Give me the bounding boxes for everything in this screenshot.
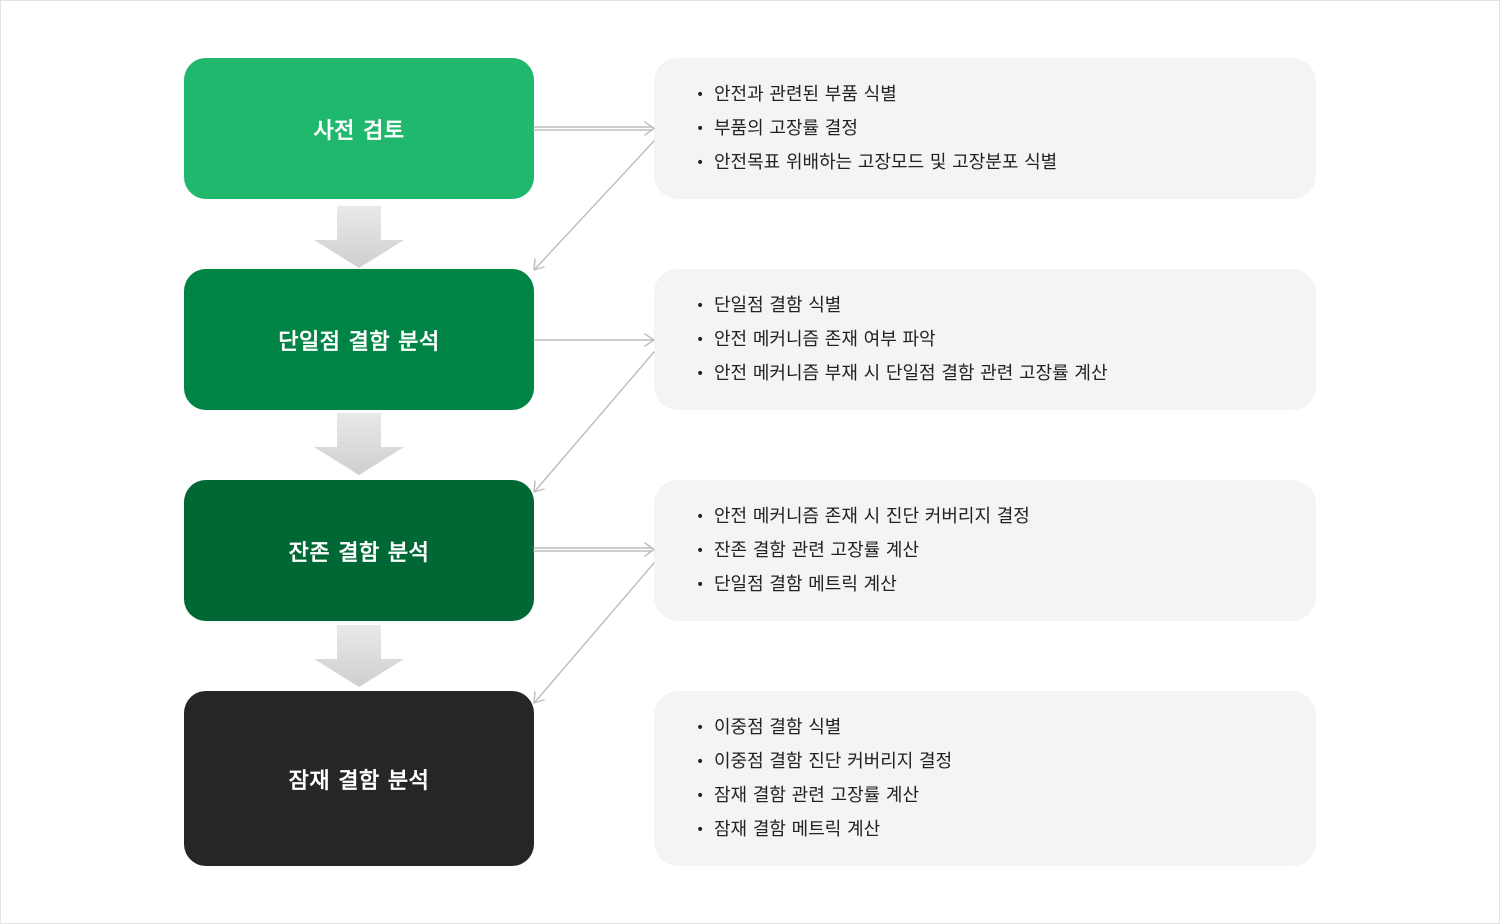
list-item: • 안전과 관련된 부품 식별 (696, 78, 1316, 112)
list-item-text: 안전과 관련된 부품 식별 (714, 83, 897, 105)
bullet-icon: • (696, 331, 705, 348)
step-box-single-point-fault-analysis: 단일점 결함 분석 (184, 269, 534, 410)
detail-list: • 이중점 결함 식별 • 이중점 결함 진단 커버리지 결정 • 잠재 결함 관련 … (696, 711, 1316, 847)
bullet-icon: • (696, 365, 705, 382)
detail-list: • 안전과 관련된 부품 식별 • 부품의 고장률 결정 • 안전목표 위배하는 고장… (696, 78, 1316, 180)
detail-panel-pre-review: • 안전과 관련된 부품 식별 • 부품의 고장률 결정 • 안전목표 위배하는 고장… (654, 58, 1316, 199)
list-item: • 잔존 결함 관련 고장률 계산 (696, 534, 1316, 568)
bullet-icon: • (696, 542, 705, 559)
list-item-text: 안전 메커니즘 부재 시 단일점 결함 관련 고장률 계산 (714, 362, 1108, 384)
list-item: • 안전 메커니즘 존재 여부 파악 (696, 323, 1316, 357)
list-item: • 이중점 결함 진단 커버리지 결정 (696, 745, 1316, 779)
detail-panel-latent-fault-analysis: • 이중점 결함 식별 • 이중점 결함 진단 커버리지 결정 • 잠재 결함 관련 … (654, 691, 1316, 866)
list-item: • 단일점 결함 식별 (696, 289, 1316, 323)
list-item: • 부품의 고장률 결정 (696, 112, 1316, 146)
step-label: 단일점 결함 분석 (278, 329, 440, 355)
bullet-icon: • (696, 154, 705, 171)
bullet-icon: • (696, 821, 705, 838)
step-box-residual-fault-analysis: 잔존 결함 분석 (184, 480, 534, 621)
step-label: 잠재 결함 분석 (288, 768, 430, 794)
bullet-icon: • (696, 719, 705, 736)
step-label: 사전 검토 (313, 118, 405, 144)
list-item-text: 잠재 결함 메트릭 계산 (714, 818, 881, 840)
step-box-pre-review: 사전 검토 (184, 58, 534, 199)
detail-panel-single-point-fault-analysis: • 단일점 결함 식별 • 안전 메커니즘 존재 여부 파악 • 안전 메커니즘 부재… (654, 269, 1316, 410)
bullet-icon: • (696, 508, 705, 525)
list-item-text: 이중점 결함 진단 커버리지 결정 (714, 750, 953, 772)
detail-list: • 안전 메커니즘 존재 시 진단 커버리지 결정 • 잔존 결함 관련 고장률 계… (696, 500, 1316, 602)
down-arrow-icon (314, 625, 404, 687)
bullet-icon: • (696, 297, 705, 314)
list-item-text: 안전 메커니즘 존재 여부 파악 (714, 328, 936, 350)
detail-list: • 단일점 결함 식별 • 안전 메커니즘 존재 여부 파악 • 안전 메커니즘 부재… (696, 289, 1316, 391)
step-label: 잔존 결함 분석 (288, 540, 430, 566)
list-item-text: 잠재 결함 관련 고장률 계산 (714, 784, 920, 806)
list-item: • 잠재 결함 관련 고장률 계산 (696, 779, 1316, 813)
bullet-icon: • (696, 787, 705, 804)
list-item-text: 안전 메커니즘 존재 시 진단 커버리지 결정 (714, 505, 1030, 527)
list-item-text: 안전목표 위배하는 고장모드 및 고장분포 식별 (714, 151, 1058, 173)
list-item: • 안전목표 위배하는 고장모드 및 고장분포 식별 (696, 146, 1316, 180)
bullet-icon: • (696, 576, 705, 593)
list-item: • 잠재 결함 메트릭 계산 (696, 813, 1316, 847)
list-item-text: 부품의 고장률 결정 (714, 117, 858, 139)
step-box-latent-fault-analysis: 잠재 결함 분석 (184, 691, 534, 866)
bullet-icon: • (696, 86, 705, 103)
list-item-text: 잔존 결함 관련 고장률 계산 (714, 539, 920, 561)
down-arrow-icon (314, 413, 404, 475)
list-item-text: 이중점 결함 식별 (714, 716, 842, 738)
bullet-icon: • (696, 753, 705, 770)
list-item: • 단일점 결함 메트릭 계산 (696, 568, 1316, 602)
list-item-text: 단일점 결함 메트릭 계산 (714, 573, 897, 595)
bullet-icon: • (696, 120, 705, 137)
down-arrow-icon (314, 206, 404, 268)
detail-panel-residual-fault-analysis: • 안전 메커니즘 존재 시 진단 커버리지 결정 • 잔존 결함 관련 고장률 계… (654, 480, 1316, 621)
list-item: • 이중점 결함 식별 (696, 711, 1316, 745)
list-item: • 안전 메커니즘 부재 시 단일점 결함 관련 고장률 계산 (696, 357, 1316, 391)
list-item: • 안전 메커니즘 존재 시 진단 커버리지 결정 (696, 500, 1316, 534)
list-item-text: 단일점 결함 식별 (714, 294, 842, 316)
